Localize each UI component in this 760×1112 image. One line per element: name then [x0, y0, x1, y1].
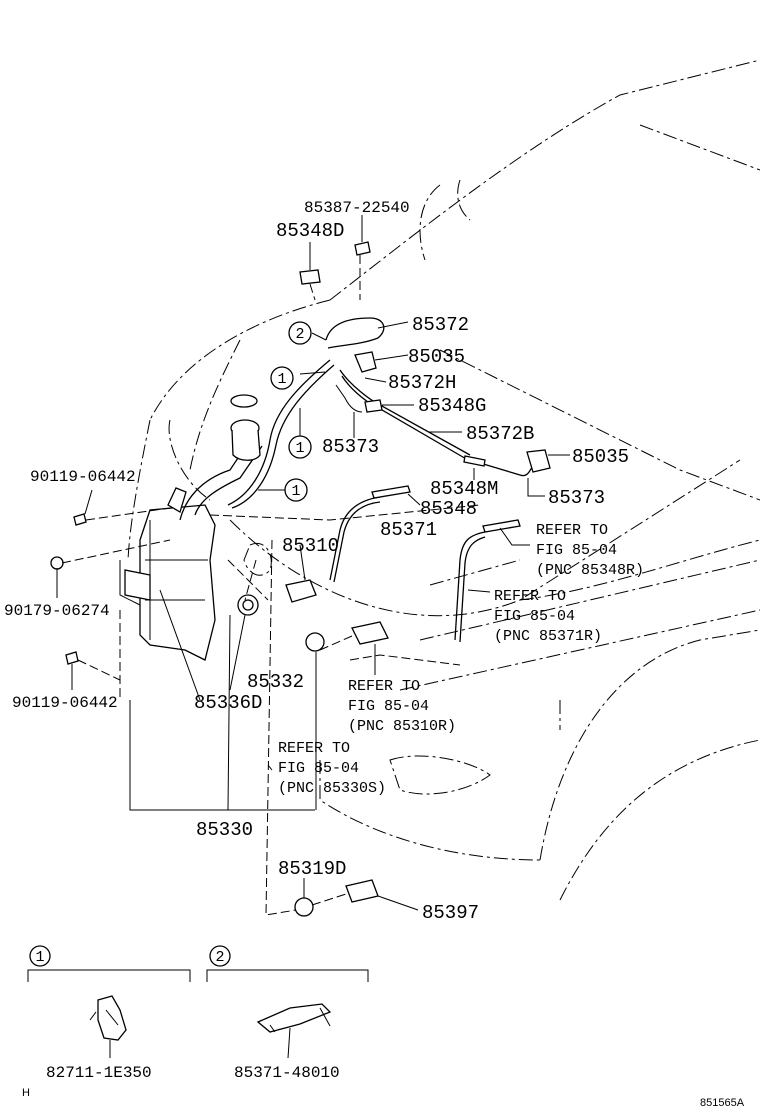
refer-line: FIG 85-04 — [348, 698, 429, 715]
part-label-85310: 85310 — [282, 535, 339, 557]
callout-circle — [284, 478, 308, 502]
part-label-85348D: 85348D — [276, 220, 344, 242]
refer-line: (PNC 85348R) — [536, 562, 644, 579]
refer-line: FIG 85-04 — [494, 608, 575, 625]
part-label-85348: 85348 — [420, 498, 477, 520]
washer-reservoir — [119, 394, 263, 661]
part-label-90119-a: 90119-06442 — [30, 468, 136, 486]
part-label-85372B: 85372B — [466, 423, 534, 445]
callout-number: 2 — [295, 326, 304, 343]
part-label-85371: 85371 — [380, 519, 437, 541]
part-label-90119-b: 90119-06442 — [12, 694, 118, 712]
part-label-85371-48010: 85371-48010 — [234, 1064, 340, 1082]
part-label-85387: 85387-22540 — [304, 199, 410, 217]
refer-line: (PNC 85371R) — [494, 628, 602, 645]
footer-code-left: H — [22, 1087, 30, 1099]
refer-line: FIG 85-04 — [278, 760, 359, 777]
refer-line: FIG 85-04 — [536, 542, 617, 559]
illustration-code: 851565A — [700, 1097, 745, 1109]
part-label-85319D: 85319D — [278, 858, 346, 880]
legend-number-1: 1 — [35, 949, 44, 966]
refer-line: (PNC 85310R) — [348, 718, 456, 735]
leader-lines — [56, 215, 570, 911]
part-label-90179: 90179-06274 — [4, 602, 110, 620]
part-label-85372: 85372 — [412, 314, 469, 336]
part-label-85035-a: 85035 — [408, 346, 465, 368]
callout-number: 1 — [291, 483, 300, 500]
part-label-85336D: 85336D — [194, 692, 262, 714]
assembly-lines — [61, 255, 481, 916]
legend-marker-1 — [29, 945, 51, 967]
refer-line: REFER TO — [348, 678, 420, 695]
part-label-85035-b: 85035 — [572, 446, 629, 468]
refer-line: REFER TO — [278, 740, 350, 757]
refer-line: REFER TO — [494, 588, 566, 605]
detail-legend: 1 2 82711-1E350 85371-48010 — [27, 945, 369, 1082]
legend-marker-2 — [209, 945, 231, 967]
refer-line: REFER TO — [536, 522, 608, 539]
part-label-85373-b: 85373 — [548, 487, 605, 509]
part-label-85397: 85397 — [422, 902, 479, 924]
part-label-85330: 85330 — [196, 819, 253, 841]
part-label-85348M: 85348M — [430, 478, 498, 500]
small-parts — [50, 241, 551, 917]
refer-line: (PNC 85330S) — [278, 780, 386, 797]
callout-number: 1 — [295, 440, 304, 457]
legend-number-2: 2 — [215, 949, 224, 966]
refer-notes: REFER TO FIG 85-04 (PNC 85348R) REFER TO… — [278, 522, 644, 797]
vehicle-outline — [127, 59, 760, 901]
part-label-85373-a: 85373 — [322, 436, 379, 458]
callout-markers: 2 1 1 1 — [270, 321, 312, 502]
callout-circle — [288, 435, 312, 459]
callout-number: 1 — [277, 371, 286, 388]
part-label-85332: 85332 — [247, 671, 304, 693]
callout-circle — [288, 321, 312, 345]
part-labels: 85387-22540 85348D 85372 85035 85372H 85… — [4, 199, 629, 924]
part-label-85372H: 85372H — [388, 372, 456, 394]
part-label-82711: 82711-1E350 — [46, 1064, 152, 1082]
part-label-85348G: 85348G — [418, 395, 486, 417]
callout-circle — [270, 366, 294, 390]
washer-hoses — [227, 317, 536, 643]
